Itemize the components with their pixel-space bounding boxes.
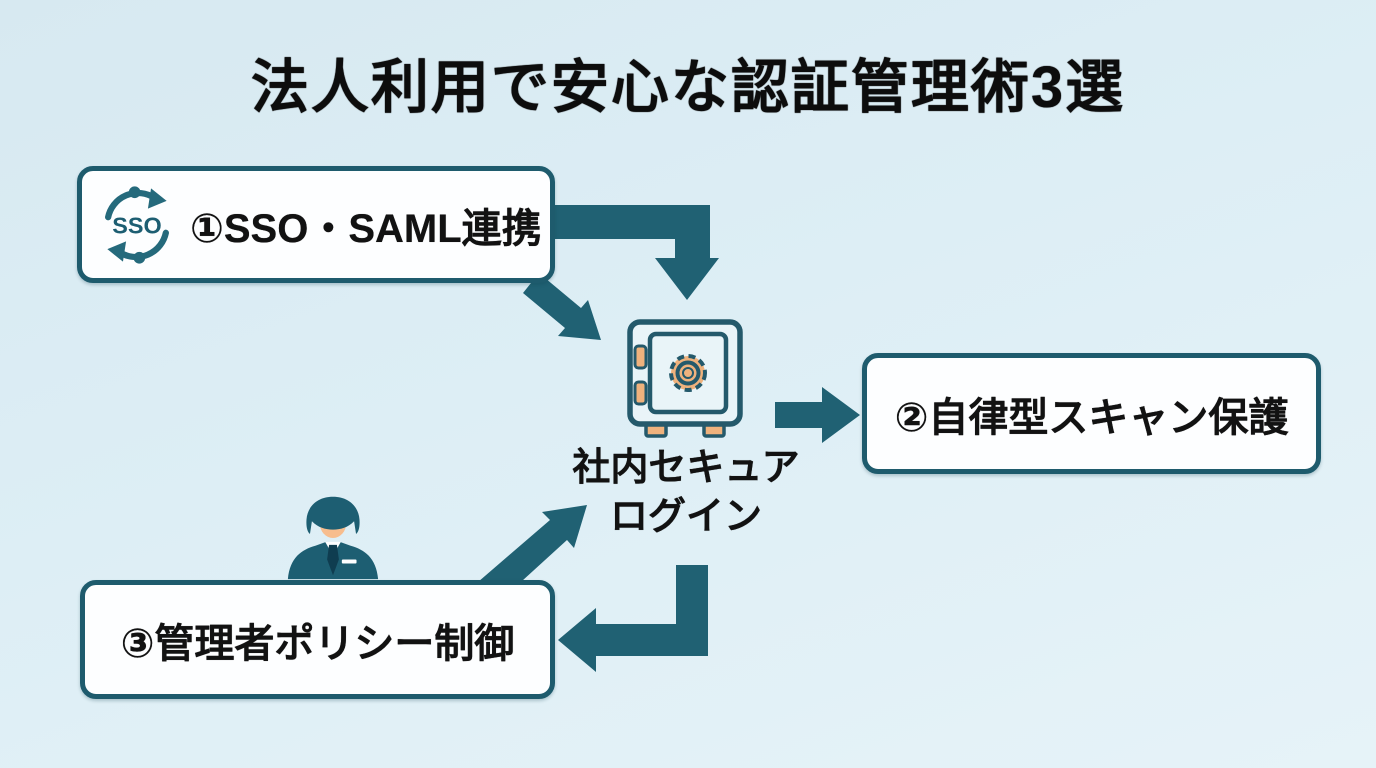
arrow-center-to-scan-icon: [775, 387, 860, 443]
safe-vault-icon: [624, 316, 746, 442]
node-scan-protection: ②自律型スキャン保護: [862, 353, 1321, 474]
center-label-line1: 社内セキュア: [572, 447, 800, 489]
arrow-sso-to-center-elbow-down-icon: [553, 205, 719, 300]
center-label-line2: ログイン: [609, 496, 762, 539]
admin-person-icon: [282, 492, 384, 580]
page-title: 法人利用で安心な認証管理術3選: [250, 55, 1126, 120]
center-node-label: 社内セキュア ログイン: [555, 444, 817, 543]
node-scan-label: ②自律型スキャン保護: [894, 395, 1289, 440]
node-policy-label: ③管理者ポリシー制御: [120, 621, 515, 666]
sso-sync-icon: SSO: [105, 185, 169, 264]
sso-badge-text: SSO: [112, 212, 161, 238]
arrow-policy-to-center-diagonal-icon: [478, 505, 587, 602]
arrow-center-to-policy-elbow-icon: [558, 565, 708, 672]
node-sso-label: ①SSO・SAML連携: [190, 206, 542, 251]
arrow-sso-to-center-diagonal-icon: [523, 273, 601, 340]
node-policy-control: ③管理者ポリシー制御: [80, 580, 555, 699]
node-sso-saml: SSO ①SSO・SAML連携: [77, 166, 555, 283]
